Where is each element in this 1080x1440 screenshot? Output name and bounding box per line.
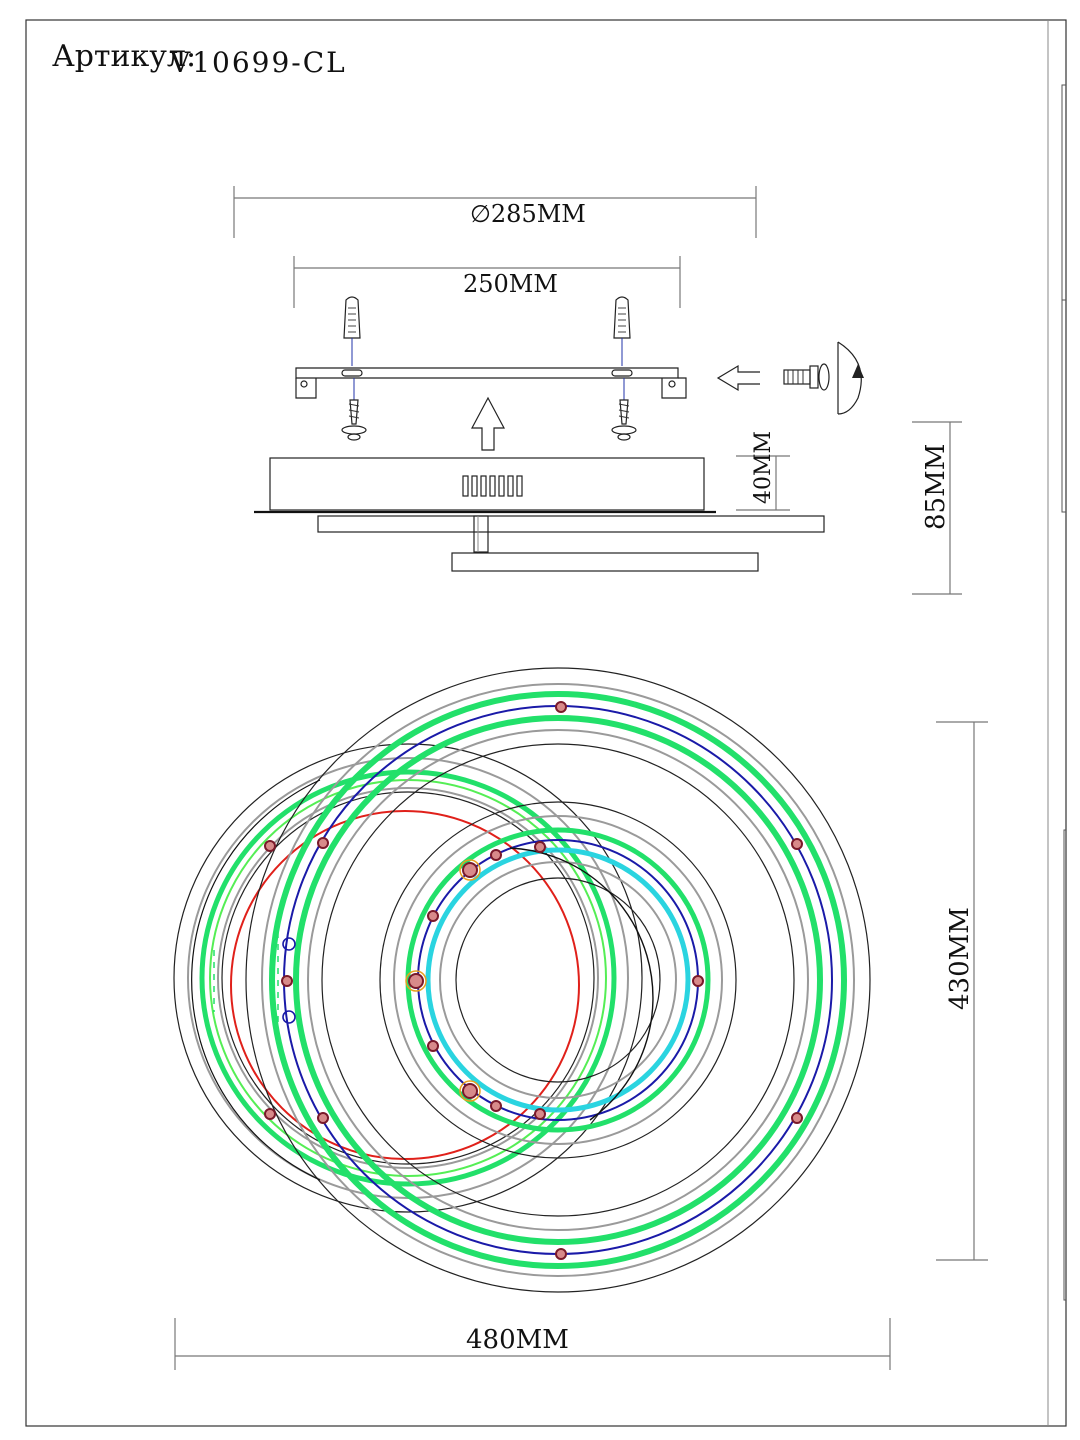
rotate-arrow-head-icon [852,364,864,378]
dim-depth: 430MM [945,907,975,1010]
sheet-border [25,19,1067,1427]
arc-overlap [509,847,654,1121]
rotate-arrow-icon [837,341,862,415]
article-code: V10699-CL [169,46,347,79]
dim-base-height: 40MM [751,431,776,504]
title-block-edge [1061,84,1066,513]
wall-plug-left [343,296,361,366]
ring-left [173,743,643,1213]
dim-mount-width: 250MM [463,270,558,298]
screw-right [611,378,637,441]
dim-width: 480MM [466,1325,569,1355]
ring-small [379,801,737,1159]
fixing-rings [405,859,481,1102]
fixing-points [264,701,803,1260]
wall-plug-right [613,296,631,366]
dim-total-height: 85MM [921,444,951,530]
left-arrow-icon [716,364,760,392]
dim-outer-diameter: ∅285MM [470,200,586,228]
mounting-bracket [295,367,687,399]
arc-left-inner [191,779,321,1181]
title-block-edge-lower [1063,829,1066,1301]
plan-view: 430MM 480MM [173,667,988,1370]
ring-large [245,667,871,1293]
article-label: Артикул: [52,39,196,74]
screw-left [341,378,367,441]
fixing-screw-icon [783,363,830,391]
up-arrow-icon [471,396,505,451]
connector-points [282,937,296,1024]
side-view: ∅285MM 250MM [233,186,962,595]
led-joints [213,932,279,1030]
canopy-base [254,457,825,572]
